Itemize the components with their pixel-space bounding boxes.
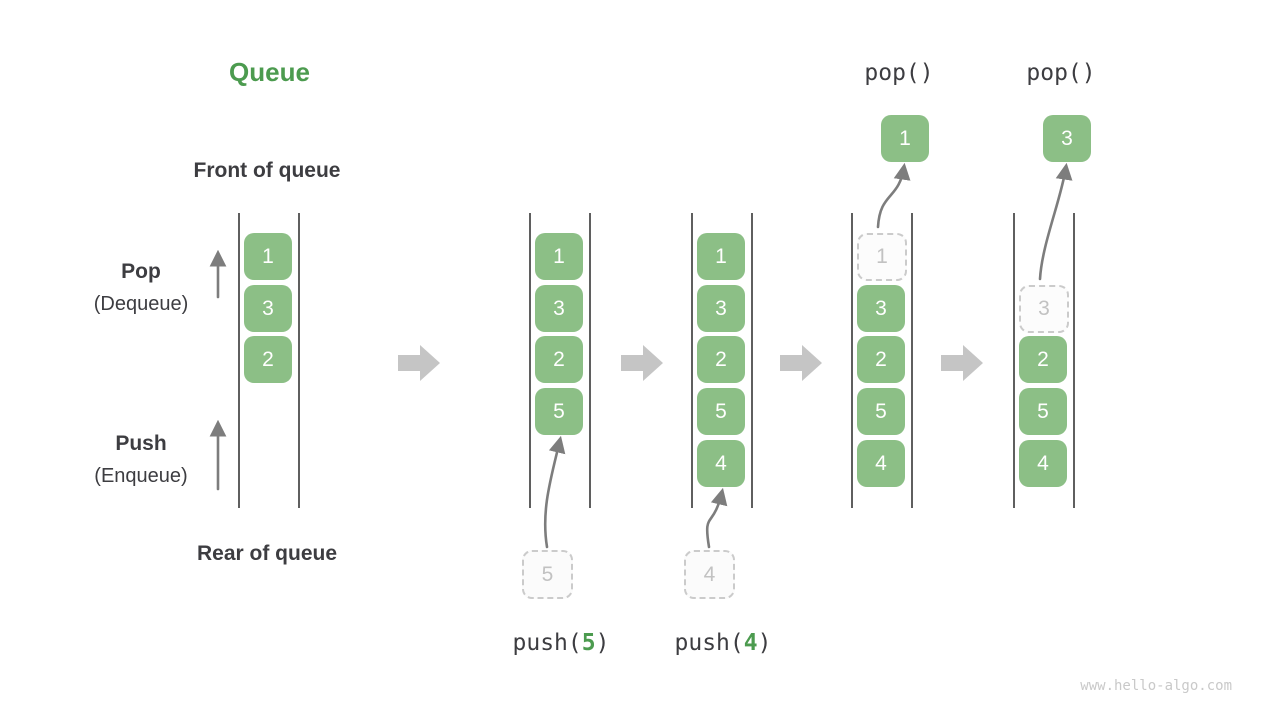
flow-arrow-icon <box>621 345 663 381</box>
queue-cell: 4 <box>697 440 745 487</box>
pop-flow-arrow <box>1038 162 1073 281</box>
operation-name: push( <box>674 630 744 656</box>
queue-rail <box>298 213 300 508</box>
queue-cell: 1 <box>697 233 745 280</box>
queue-cell: 3 <box>535 285 583 332</box>
pop-flow-arrow <box>876 162 911 229</box>
queue-rail <box>1073 213 1075 508</box>
queue-rail <box>1013 213 1015 508</box>
operation-close-paren: ) <box>595 630 610 656</box>
operation-argument: 5 <box>581 630 596 656</box>
queue-cell: 4 <box>1019 440 1067 487</box>
flow-arrow-icon <box>941 345 983 381</box>
push-operation-label: push(5) <box>513 630 610 656</box>
queue-rail <box>751 213 753 508</box>
pop-side-label-main: Pop <box>121 260 161 283</box>
pop-result-cell: 1 <box>881 115 929 162</box>
queue-cell: 2 <box>857 336 905 383</box>
queue-rail <box>851 213 853 508</box>
pending-cell: 5 <box>522 550 573 599</box>
operation-close-paren: ) <box>919 60 934 86</box>
push-side-label-sub: (Enqueue) <box>94 465 188 487</box>
queue-cell: 5 <box>535 388 583 435</box>
operation-argument: 4 <box>743 630 758 656</box>
operation-close-paren: ) <box>1081 60 1096 86</box>
queue-cell: 1 <box>244 233 292 280</box>
operation-name: pop( <box>864 60 920 86</box>
popped-cell-placeholder: 3 <box>1019 285 1069 333</box>
queue-cell: 2 <box>1019 336 1067 383</box>
queue-cell: 3 <box>697 285 745 332</box>
queue-cell: 5 <box>857 388 905 435</box>
pop-operation-label: pop() <box>864 60 933 86</box>
queue-cell: 3 <box>857 285 905 332</box>
queue-cell: 2 <box>535 336 583 383</box>
flow-arrow-icon <box>780 345 822 381</box>
push-side-label: Push (Enqueue) <box>36 433 246 486</box>
queue-cell: 3 <box>244 285 292 332</box>
queue-cell: 5 <box>697 388 745 435</box>
queue-rail <box>529 213 531 508</box>
pop-side-label-sub: (Dequeue) <box>93 293 189 315</box>
pop-result-cell: 3 <box>1043 115 1091 162</box>
queue-cell: 2 <box>244 336 292 383</box>
watermark: www.hello-algo.com <box>1080 678 1232 694</box>
queue-cell: 1 <box>535 233 583 280</box>
pop-side-label: Pop (Dequeue) <box>36 261 246 314</box>
queue-cell: 5 <box>1019 388 1067 435</box>
popped-cell-placeholder: 1 <box>857 233 907 281</box>
push-flow-arrow <box>543 435 566 549</box>
front-of-queue-label: Front of queue <box>193 159 341 182</box>
queue-cell: 2 <box>697 336 745 383</box>
push-side-label-main: Push <box>115 432 167 455</box>
rear-of-queue-label: Rear of queue <box>196 542 338 565</box>
queue-rail <box>589 213 591 508</box>
pop-operation-label: pop() <box>1026 60 1095 86</box>
push-flow-arrow <box>705 487 728 549</box>
queue-rail <box>691 213 693 508</box>
operation-name: pop( <box>1026 60 1082 86</box>
queue-cell: 4 <box>857 440 905 487</box>
flow-arrow-icon <box>398 345 440 381</box>
operation-name: push( <box>512 630 582 656</box>
queue-rail <box>238 213 240 508</box>
pending-cell: 4 <box>684 550 735 599</box>
operation-close-paren: ) <box>757 630 772 656</box>
push-operation-label: push(4) <box>675 630 772 656</box>
diagram-title: Queue <box>229 57 310 87</box>
queue-rail <box>911 213 913 508</box>
